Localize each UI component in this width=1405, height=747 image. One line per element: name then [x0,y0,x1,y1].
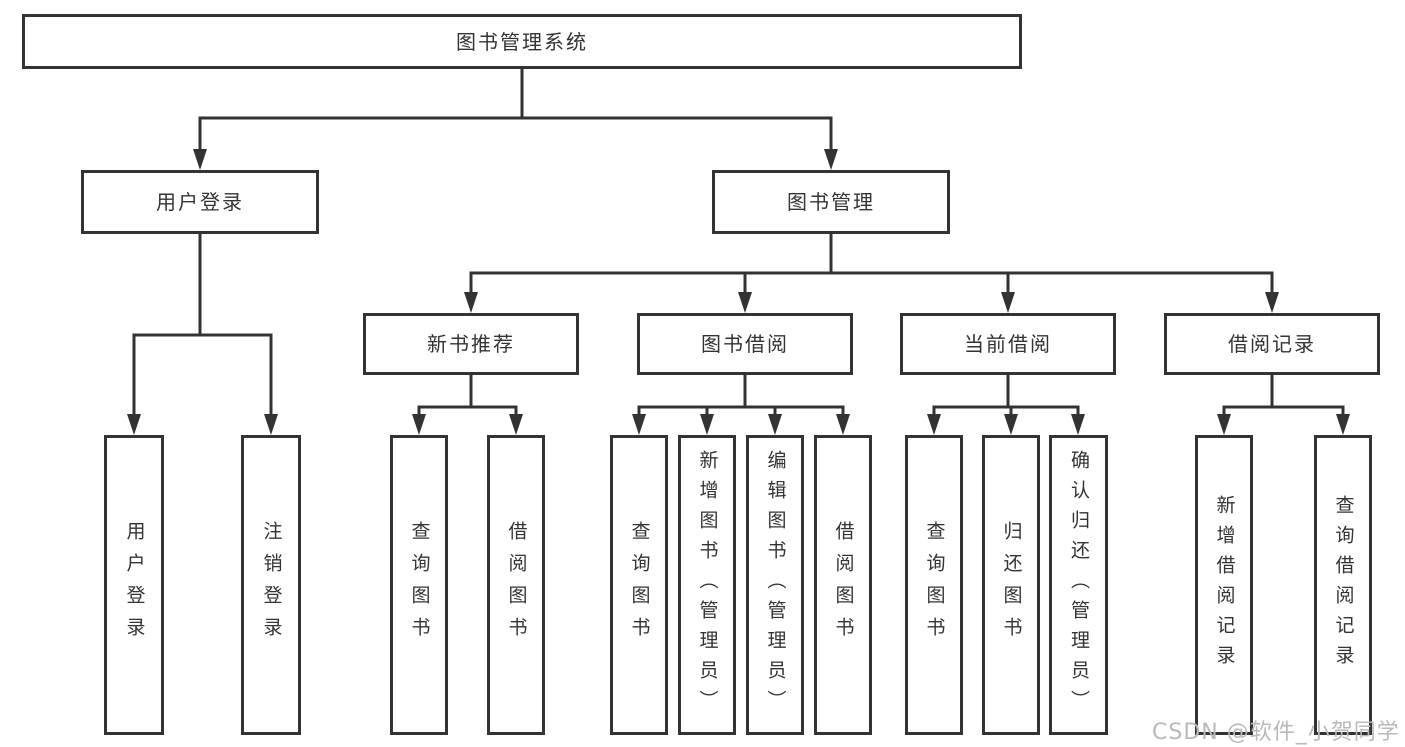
arrowhead-borrow-books-1 [509,414,523,435]
connector-current-borrowing-children [932,375,1080,417]
leaf-edit-books-admin: 编辑图书（管理员） [746,435,804,735]
node-book-management: 图书管理 [712,170,950,234]
leaf-query-books-current: 查询图书 [905,435,963,735]
connector-book-borrowing-children [637,375,845,417]
connector-user-login-children [132,234,273,417]
arrowhead-new-book-recommendation [464,292,478,313]
node-current-borrowing: 当前借阅 [900,313,1116,375]
node-user-login: 用户登录 [81,170,319,234]
leaf-add-books-admin: 新增图书（管理员） [678,435,736,735]
arrowhead-add-borrow-record [1217,414,1231,435]
arrowhead-query-books-3 [927,414,941,435]
node-library-system: 图书管理系统 [22,14,1022,69]
leaf-query-borrow-record: 查询借阅记录 [1314,435,1372,735]
arrowhead-add-books-admin [700,414,714,435]
arrowhead-leaf-logout [264,414,278,435]
node-book-borrowing: 图书借阅 [637,313,853,375]
csdn-watermark: CSDN @软件_小贺同学 [1152,720,1400,745]
leaf-add-borrow-record: 新增借阅记录 [1195,435,1253,735]
arrowhead-query-borrow-record [1336,414,1350,435]
leaf-return-books: 归还图书 [982,435,1040,735]
arrowhead-confirm-return-admin [1071,414,1085,435]
node-borrowing-records: 借阅记录 [1164,313,1380,375]
leaf-query-books-recommend: 查询图书 [390,435,448,735]
arrowhead-edit-books-admin [768,414,782,435]
leaf-query-books-borrow: 查询图书 [610,435,668,735]
arrowhead-borrow-books-2 [836,414,850,435]
arrowhead-query-books-2 [632,414,646,435]
arrowhead-leaf-user-login [127,414,141,435]
arrowhead-book-borrowing [738,292,752,313]
arrowhead-current-borrowing [1001,292,1015,313]
leaf-logout: 注销登录 [241,435,301,735]
leaf-borrow-books-recommend: 借阅图书 [487,435,545,735]
leaf-borrow-books: 借阅图书 [814,435,872,735]
arrowhead-borrowing-records [1265,292,1279,313]
arrowhead-book-management [824,149,838,170]
arrowhead-return-books [1004,414,1018,435]
connector-root-to-level2 [198,68,833,152]
connector-new-book-recommendation-children [417,375,518,417]
connector-borrowing-records-children [1222,375,1345,417]
leaf-confirm-return-admin: 确认归还（管理员） [1049,435,1108,735]
leaf-user-login: 用户登录 [104,435,164,735]
arrowhead-user-login [193,149,207,170]
connector-book-management-children [469,234,1274,295]
node-new-book-recommendation: 新书推荐 [363,313,579,375]
arrowhead-query-books-1 [412,414,426,435]
